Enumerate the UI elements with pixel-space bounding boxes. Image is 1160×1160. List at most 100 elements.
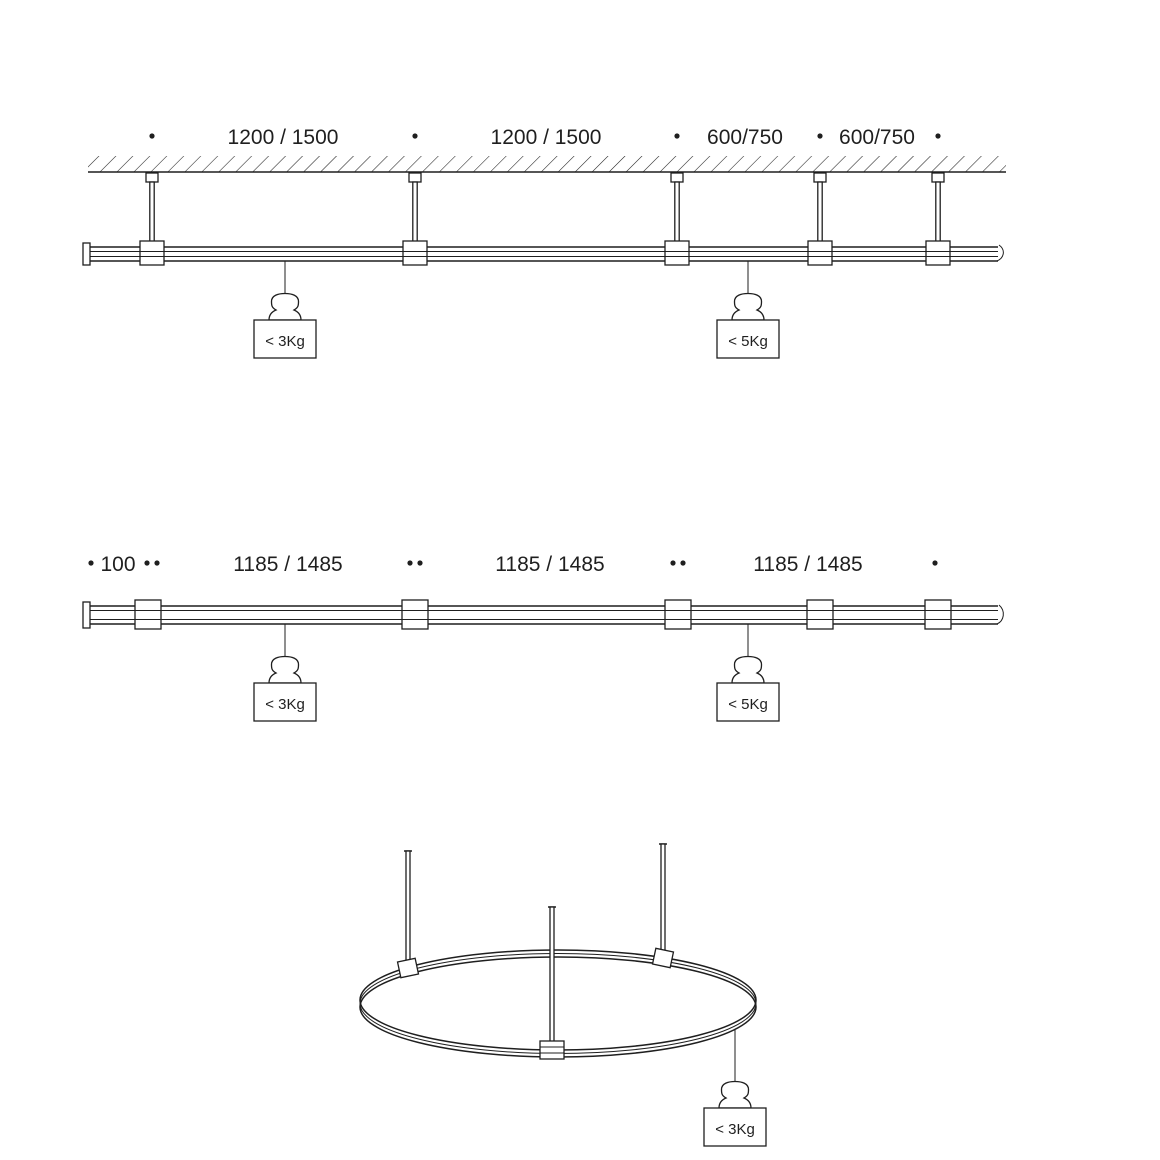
connector-box: [664, 240, 690, 266]
rod: [405, 850, 411, 964]
measure-dot: [88, 560, 94, 566]
suspension-rod: [659, 843, 667, 953]
track-cut-end: [996, 604, 1004, 625]
track-connector: [664, 599, 692, 630]
measure-dot: [817, 133, 823, 139]
weight-label: < 5Kg: [728, 333, 768, 350]
ceiling-mount: [670, 172, 684, 183]
suspension-rod: [408, 172, 422, 245]
connector-box: [807, 240, 833, 266]
weight-icon: [268, 655, 302, 684]
rod: [817, 181, 823, 245]
suspended-track-diagram: 1200 / 1500 1200 / 1500 600/750 600/750: [82, 126, 1006, 359]
track-connector: [401, 599, 429, 630]
track-connector: [924, 599, 952, 630]
ceiling-hatch: [88, 156, 1006, 172]
track-connector: [806, 599, 834, 630]
connector-box: [396, 957, 420, 979]
weight-body: [253, 682, 317, 722]
measure-dot: [154, 560, 160, 566]
connector-box: [539, 1040, 565, 1060]
suspension-rod: [670, 172, 684, 245]
suspension-rod: [931, 172, 945, 245]
track-cut-end: [996, 244, 1004, 262]
track-connector: [925, 240, 951, 266]
ceiling-mount: [145, 172, 159, 183]
connector-box: [139, 240, 165, 266]
connector-box: [401, 599, 429, 630]
track-end-cap: [82, 601, 91, 629]
measure-dot: [407, 560, 413, 566]
track-connector: [396, 957, 420, 979]
track-connector: [807, 240, 833, 266]
measure-dot: [412, 133, 418, 139]
measure-dot: [674, 133, 680, 139]
suspension-rod: [813, 172, 827, 245]
weight-limit-3kg: < 3Kg: [253, 261, 317, 359]
dimension-label: 1200 / 1500: [491, 126, 602, 149]
ceiling-mount: [931, 172, 945, 183]
connector-box: [806, 599, 834, 630]
rod: [935, 181, 941, 245]
measure-dot: [680, 560, 686, 566]
weight-icon: [731, 655, 765, 684]
surface-track-diagram: 100 1185 / 1485 1185 / 1485 1185 / 1485: [82, 553, 1004, 722]
connector-box: [134, 599, 162, 630]
weight-limit-5kg: < 5Kg: [716, 624, 780, 722]
weight-body: [703, 1107, 767, 1147]
ring-edge: [359, 953, 757, 1054]
rod: [660, 843, 666, 953]
weight-label: < 3Kg: [715, 1121, 755, 1138]
ring-edge: [359, 949, 757, 1051]
weight-limit-3kg: < 3Kg: [703, 1029, 767, 1147]
dimension-label: 1185 / 1485: [753, 553, 862, 576]
connector-box: [925, 240, 951, 266]
weight-body: [716, 682, 780, 722]
dimension-label: 600/750: [839, 126, 915, 149]
weight-icon: [718, 1080, 752, 1109]
rod: [549, 906, 555, 1048]
weight-label: < 3Kg: [265, 333, 305, 350]
track-connector: [651, 947, 675, 969]
measure-dot: [670, 560, 676, 566]
weight-label: < 3Kg: [265, 696, 305, 713]
ceiling-mount: [408, 172, 422, 183]
connector-box: [402, 240, 428, 266]
weight-body: [716, 319, 780, 359]
suspension-rod-front: [548, 906, 556, 1048]
weight-limit-3kg: < 3Kg: [253, 624, 317, 722]
dimension-label: 1200 / 1500: [228, 126, 339, 149]
dimension-label: 100: [100, 553, 135, 576]
measure-dot: [417, 560, 423, 566]
track-connector: [139, 240, 165, 266]
track-connector: [402, 240, 428, 266]
track-rail: [82, 601, 1004, 629]
measure-dot: [144, 560, 150, 566]
dimension-label: 1185 / 1485: [233, 553, 342, 576]
dimension-label: 600/750: [707, 126, 783, 149]
track-rail: [82, 242, 1004, 266]
suspension-rod: [145, 172, 159, 245]
track-connector: [134, 599, 162, 630]
weight-limit-5kg: < 5Kg: [716, 261, 780, 359]
weight-icon: [268, 292, 302, 321]
measure-dot: [149, 133, 155, 139]
track-connector-front: [539, 1040, 565, 1060]
measure-dot: [932, 560, 938, 566]
connector-box: [924, 599, 952, 630]
suspension-rod: [404, 850, 412, 964]
ceiling-mount: [813, 172, 827, 183]
connector-box: [664, 599, 692, 630]
rod: [412, 181, 418, 245]
weight-body: [253, 319, 317, 359]
weight-icon: [731, 292, 765, 321]
rod: [674, 181, 680, 245]
weight-label: < 5Kg: [728, 696, 768, 713]
rod: [149, 181, 155, 245]
dimension-label: 1185 / 1485: [495, 553, 604, 576]
track-end-cap: [82, 242, 91, 266]
measure-dot: [935, 133, 941, 139]
connector-box: [651, 947, 675, 969]
